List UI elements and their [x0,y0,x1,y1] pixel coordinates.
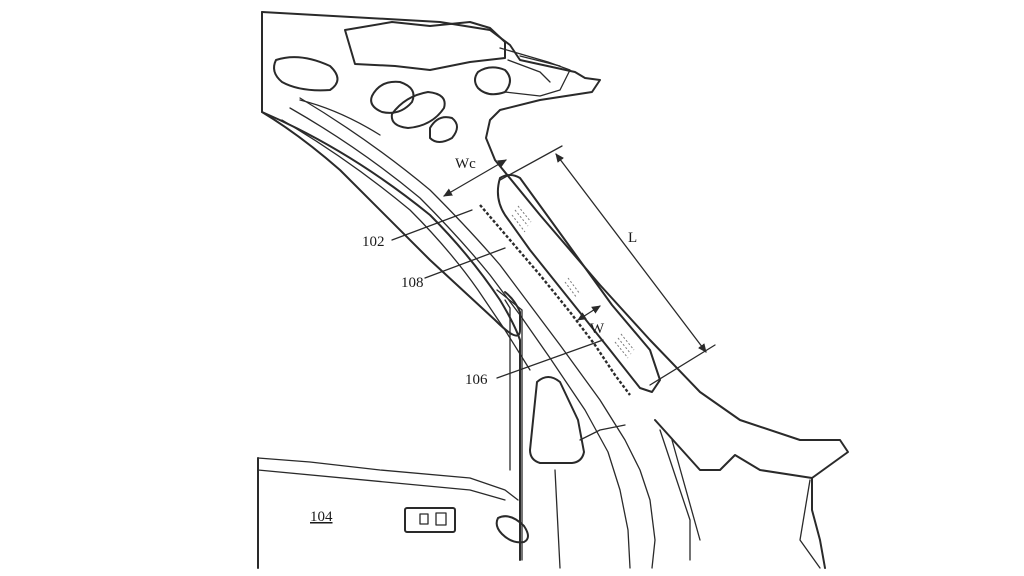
lower-panel [257,376,821,569]
leader-108 [424,247,506,279]
body-panel-outline [261,11,849,569]
adhesive-dashed-line [479,204,631,396]
dimension-l-label: L [628,230,637,246]
ref-label-102: 102 [362,234,385,250]
leader-102 [391,209,473,241]
dimension-w-arrow [577,305,601,321]
leader-106 [496,339,604,379]
dimension-wc-arrow [443,159,507,197]
ref-label-106: 106 [465,372,488,388]
dimension-l-ext-top [499,145,563,181]
dimension-wc-label: Wc [455,156,476,172]
latch-component [404,507,529,544]
ref-label-108: 108 [401,275,424,291]
roof-rail [344,21,571,97]
ref-label-104: 104 [310,509,333,525]
panel-cutouts [273,56,511,143]
dimension-w-label: W [590,321,605,337]
dimension-l-arrow [555,153,707,353]
